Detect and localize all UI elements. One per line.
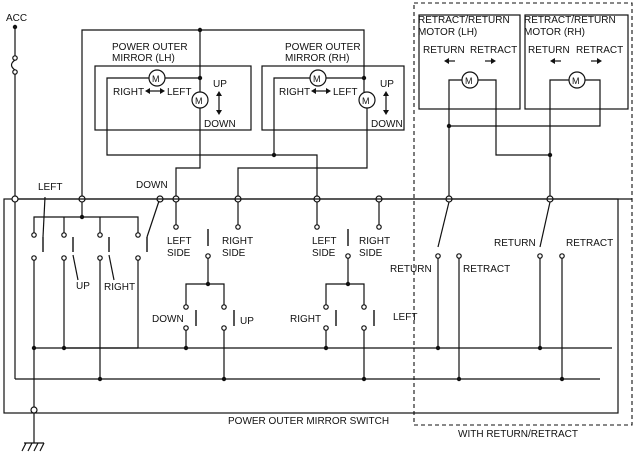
lr-right-side-label-2: SIDE bbox=[359, 248, 383, 259]
mirror-lh-box bbox=[94, 65, 252, 131]
rr-rh-arrows bbox=[550, 58, 602, 64]
side-select-lr bbox=[314, 202, 382, 284]
rr-rh-sw-retract-label: RETRACT bbox=[566, 238, 613, 249]
rr-motor-lh-box bbox=[418, 14, 521, 110]
mirror-common-wiring bbox=[81, 27, 367, 196]
return-retract-region bbox=[413, 2, 633, 426]
ground-symbol bbox=[21, 406, 45, 452]
ud-down-label: DOWN bbox=[152, 314, 184, 325]
acc-fuse bbox=[10, 24, 18, 199]
lr-motor-wiring bbox=[106, 77, 318, 196]
rr-rh-retract-label: RETRACT bbox=[576, 45, 623, 56]
lr-right-label: RIGHT bbox=[290, 314, 321, 325]
mirror-rh-right-label: RIGHT bbox=[279, 87, 310, 98]
mirror-rh-up-label: UP bbox=[380, 79, 394, 90]
lr-switch bbox=[323, 281, 375, 379]
bank-left-label: LEFT bbox=[38, 182, 62, 193]
mirror-lh-title-1: POWER OUTER bbox=[112, 42, 188, 53]
rr-lh-return-label: RETURN bbox=[423, 45, 465, 56]
svg-text:M: M bbox=[465, 76, 473, 86]
mirror-lh-lr-motor: M bbox=[148, 69, 166, 87]
lr-left-label: LEFT bbox=[393, 312, 417, 323]
bank-down-label: DOWN bbox=[136, 180, 168, 191]
rr-rh-title-1: RETRACT/RETURN bbox=[524, 15, 616, 26]
mirror-lh-up-label: UP bbox=[213, 79, 227, 90]
ud-up-label: UP bbox=[240, 316, 254, 327]
ud-right-side-label-2: SIDE bbox=[222, 248, 246, 259]
rr-rh-sw-return-label: RETURN bbox=[494, 238, 536, 249]
svg-text:M: M bbox=[313, 74, 321, 84]
rr-lh-motor: M bbox=[448, 71, 550, 156]
svg-text:M: M bbox=[572, 76, 580, 86]
svg-text:M: M bbox=[195, 96, 203, 106]
lr-right-side-label-1: RIGHT bbox=[359, 236, 390, 247]
bank-up-label: UP bbox=[76, 281, 90, 292]
mirror-lh-ud-motor: M bbox=[191, 91, 209, 109]
mirror-rh-title-2: MIRROR (RH) bbox=[285, 53, 349, 64]
lr-left-side-label-2: SIDE bbox=[312, 248, 336, 259]
rr-motor-rh-box bbox=[524, 14, 629, 110]
ud-right-side-label-1: RIGHT bbox=[222, 236, 253, 247]
rr-rh-return-label: RETURN bbox=[528, 45, 570, 56]
side-select-ud bbox=[173, 202, 241, 284]
rr-lh-title-2: MOTOR (LH) bbox=[418, 27, 477, 38]
ud-motor-wiring bbox=[175, 108, 368, 196]
mirror-rh-left-label: LEFT bbox=[333, 87, 357, 98]
ud-left-side-label-2: SIDE bbox=[167, 248, 191, 259]
direction-switch-bank bbox=[31, 196, 160, 408]
rr-rh-motor: M bbox=[446, 71, 601, 196]
lr-left-side-label-1: LEFT bbox=[312, 236, 336, 247]
mirror-rh-lr-arrow bbox=[311, 88, 331, 94]
mirror-rh-ud-arrow bbox=[383, 91, 389, 115]
ud-switch bbox=[183, 281, 235, 379]
mirror-lh-left-label: LEFT bbox=[167, 87, 191, 98]
mirror-lh-lr-arrow bbox=[145, 88, 165, 94]
mirror-lh-down-label: DOWN bbox=[204, 119, 236, 130]
rr-lh-retract-label: RETRACT bbox=[470, 45, 517, 56]
mirror-rh-lr-motor: M bbox=[309, 69, 327, 87]
option-label: WITH RETURN/RETRACT bbox=[458, 429, 578, 440]
rr-lh-sw-return-label: RETURN bbox=[390, 264, 432, 275]
mirror-lh-title-2: MIRROR (LH) bbox=[112, 53, 175, 64]
rr-switch-rh bbox=[537, 201, 565, 379]
svg-text:M: M bbox=[362, 96, 370, 106]
mirror-rh-title-1: POWER OUTER bbox=[285, 42, 361, 53]
mirror-lh-ud-arrow bbox=[216, 91, 222, 115]
switch-name: POWER OUTER MIRROR SWITCH bbox=[228, 416, 389, 427]
mirror-rh-ud-motor: M bbox=[358, 91, 376, 109]
bank-right-label: RIGHT bbox=[104, 282, 135, 293]
rr-switch-lh bbox=[435, 201, 462, 379]
switch-body bbox=[3, 198, 619, 414]
svg-text:M: M bbox=[152, 74, 160, 84]
rr-rh-title-2: MOTOR (RH) bbox=[524, 27, 585, 38]
ud-left-side-label-1: LEFT bbox=[167, 236, 191, 247]
acc-label: ACC bbox=[6, 13, 27, 24]
rr-lh-arrows bbox=[444, 58, 496, 64]
mirror-rh-box bbox=[261, 65, 405, 131]
rr-lh-sw-retract-label: RETRACT bbox=[463, 264, 510, 275]
mirror-rh-down-label: DOWN bbox=[371, 119, 403, 130]
rr-lh-title-1: RETRACT/RETURN bbox=[418, 15, 510, 26]
mirror-lh-right-label: RIGHT bbox=[113, 87, 144, 98]
